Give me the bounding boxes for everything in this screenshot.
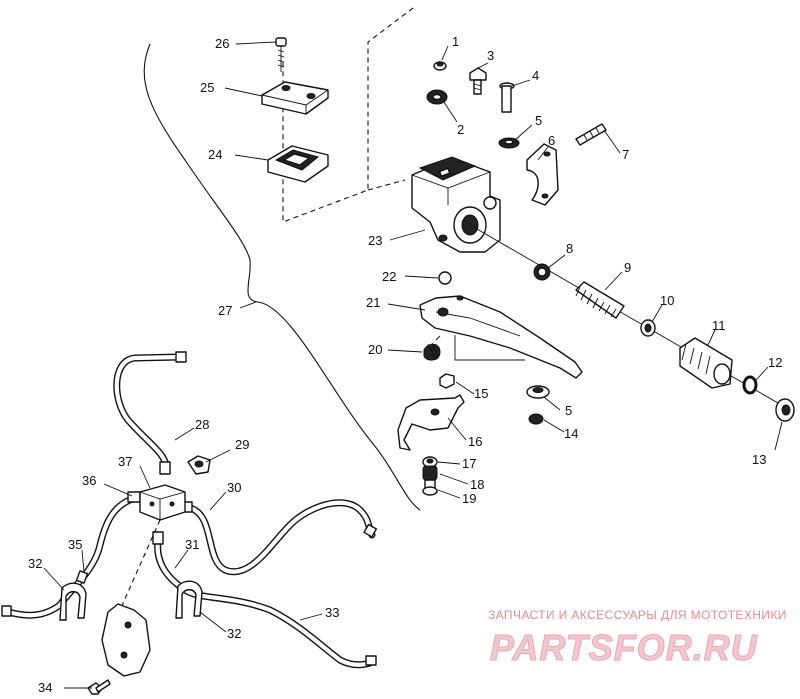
watermark-tagline: ЗАПЧАСТИ И АКСЕССУАРЫ ДЛЯ МОТОТЕХНИКИ (488, 608, 787, 622)
callout-6: 6 (548, 133, 555, 148)
callout-22: 22 (382, 269, 396, 284)
callout-9: 9 (624, 260, 631, 275)
part-2-bushing (426, 89, 448, 105)
part-14-lock-nut (528, 413, 544, 425)
part-15-nut (439, 373, 455, 389)
part-1-cap (433, 61, 447, 71)
callout-5-lower: 5 (565, 403, 572, 418)
callout-32-right: 32 (227, 626, 241, 641)
part-5-washer-top (498, 137, 520, 149)
callout-37: 37 (118, 454, 132, 469)
callout-19: 19 (462, 491, 476, 506)
part-6-clamp (526, 143, 559, 206)
axis-line (469, 224, 791, 411)
callout-32-left: 32 (28, 556, 42, 571)
leader-lever (454, 335, 525, 361)
part-19-screw (422, 479, 438, 496)
callout-18: 18 (470, 477, 484, 492)
callout-labels: 1 2 3 4 5 6 7 8 9 10 11 12 13 14 15 5 16… (28, 34, 782, 695)
part-23-master-cylinder (411, 156, 501, 253)
callout-28: 28 (195, 417, 209, 432)
part-10-washer (640, 319, 656, 337)
callout-5-top: 5 (535, 113, 542, 128)
callout-35: 35 (68, 537, 82, 552)
part-29-banjo-fitting (187, 455, 211, 475)
callout-20: 20 (368, 342, 382, 357)
part-18-spacer (422, 465, 438, 481)
part-13-boot (775, 398, 795, 422)
callout-31: 31 (185, 537, 199, 552)
callout-21: 21 (366, 295, 380, 310)
watermark-logo: PARTSFOR.RU (490, 627, 758, 668)
leader-lines (43, 41, 783, 689)
part-9-spring (575, 281, 625, 319)
callout-2: 2 (457, 122, 464, 137)
part-7-clamp-bolt (575, 123, 607, 146)
callout-36: 36 (82, 473, 96, 488)
callout-3: 3 (487, 48, 494, 63)
part-20-return-spring (423, 335, 441, 361)
callout-11: 11 (712, 318, 726, 333)
part-26-screw (275, 37, 287, 72)
part-37-junction-block (139, 484, 186, 521)
part-22-ball (438, 271, 452, 285)
part-3-bolt (469, 67, 487, 95)
boundary-line-27 (143, 43, 421, 511)
part-12-snap-ring (742, 375, 758, 395)
part-11-piston (679, 337, 733, 389)
callout-16: 16 (468, 434, 482, 449)
part-32-clip-left (59, 582, 87, 621)
dashed-guide (282, 7, 414, 223)
part-24-diaphragm (267, 145, 329, 183)
callout-10: 10 (660, 293, 674, 308)
callout-17: 17 (462, 456, 476, 471)
callout-13: 13 (752, 452, 766, 467)
callout-23: 23 (368, 233, 382, 248)
callout-14: 14 (564, 426, 578, 441)
part-17-nut (422, 456, 438, 468)
part-5-washer-lower (526, 385, 550, 399)
part-8-seal (533, 263, 551, 281)
callout-30: 30 (227, 480, 241, 495)
callout-33: 33 (325, 605, 339, 620)
callout-7: 7 (622, 147, 629, 162)
mounting-bracket-plate (101, 519, 161, 677)
callout-24: 24 (208, 147, 222, 162)
callout-25: 25 (200, 80, 214, 95)
callout-27: 27 (218, 303, 232, 318)
part-35-hose-tie (75, 570, 89, 584)
callout-29: 29 (235, 437, 249, 452)
callout-26: 26 (215, 36, 229, 51)
callout-34: 34 (38, 680, 52, 695)
part-16-bracket (397, 394, 465, 451)
callout-8: 8 (566, 241, 573, 256)
callout-1: 1 (452, 34, 459, 49)
part-4-pivot-pin (499, 82, 515, 113)
part-21-brake-lever (419, 295, 583, 379)
part-34-bolt (87, 679, 111, 695)
callout-15: 15 (474, 386, 488, 401)
watermark: ЗАПЧАСТИ И АКСЕССУАРЫ ДЛЯ МОТОТЕХНИКИ PA… (488, 608, 787, 669)
callout-12: 12 (768, 355, 782, 370)
callout-4: 4 (532, 68, 539, 83)
part-32-clip-right (175, 580, 203, 619)
part-25-reservoir-cover (261, 81, 329, 115)
